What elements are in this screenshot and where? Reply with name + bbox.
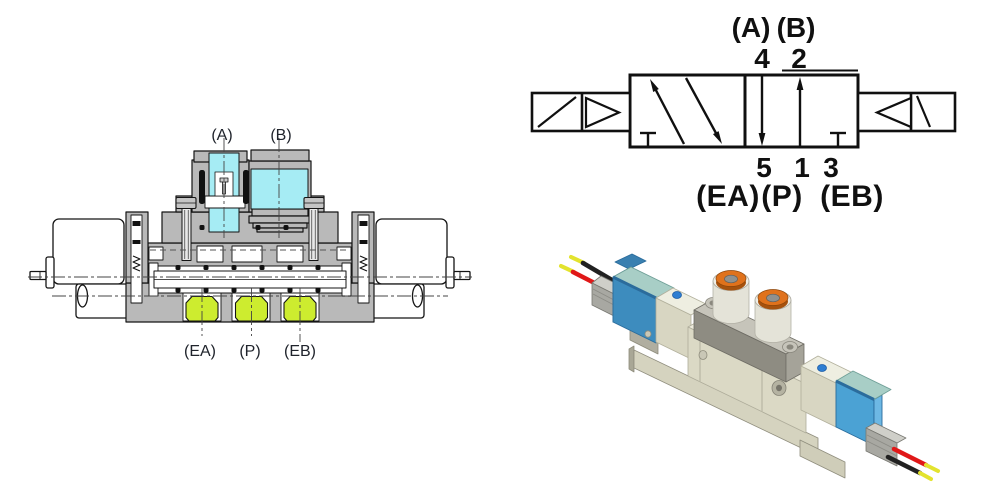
- port-label-ea: (EA): [184, 343, 216, 360]
- symbol-right-position-paths: [758, 76, 846, 147]
- symbol-port-5: 5: [756, 152, 772, 183]
- symbol-port-2: 2: [791, 43, 807, 74]
- symbol-label-eb: (EB): [820, 180, 884, 213]
- port-label-b: (B): [270, 127, 291, 144]
- port-label-p: (P): [239, 343, 260, 360]
- one-touch-fitting-2: [754, 289, 792, 343]
- circuit-symbol-figure: (A) (B) 4 2 5 1 3 (EA) (P) (EB): [530, 12, 957, 213]
- pilot-valve-stacks: [130, 214, 370, 304]
- port-label-a: (A): [211, 127, 232, 144]
- symbol-label-b: (B): [777, 12, 816, 43]
- construction-lines: [28, 138, 472, 342]
- symbol-port-3: 3: [823, 152, 839, 183]
- manual-override-button-right: [817, 364, 827, 372]
- product-render-figure: [559, 253, 940, 481]
- override-block-left: [655, 287, 709, 360]
- cross-section-right-solenoid-can: [368, 218, 471, 319]
- one-touch-fitting-1: [712, 270, 750, 324]
- cross-section-left-solenoid-can: [29, 218, 132, 319]
- port-label-eb: (EB): [284, 343, 316, 360]
- symbol-valve-body: [628, 69, 860, 149]
- symbol-label-a: (A): [732, 12, 771, 43]
- symbol-label-ea: (EA): [696, 180, 760, 213]
- symbol-port-1: 1: [794, 152, 810, 183]
- manual-override-button-left: [672, 291, 682, 299]
- cross-section-figure: (A) (B) (EA) (P) (EB): [28, 127, 472, 360]
- symbol-label-p: (P): [761, 180, 803, 213]
- mounting-bolts: [175, 196, 325, 261]
- lead-wires-right: [885, 446, 940, 481]
- symbol-left-position-paths: [640, 77, 722, 147]
- symbol-port-4: 4: [754, 43, 770, 74]
- valve-spool: [153, 265, 347, 293]
- symbol-left-solenoid: [530, 91, 632, 133]
- connector-block-right: [865, 422, 907, 467]
- fitting-b-cyan: [250, 168, 309, 210]
- bottom-ports-green: [185, 295, 317, 322]
- symbol-right-solenoid: [856, 91, 957, 133]
- solenoid-housing-left: [612, 253, 675, 344]
